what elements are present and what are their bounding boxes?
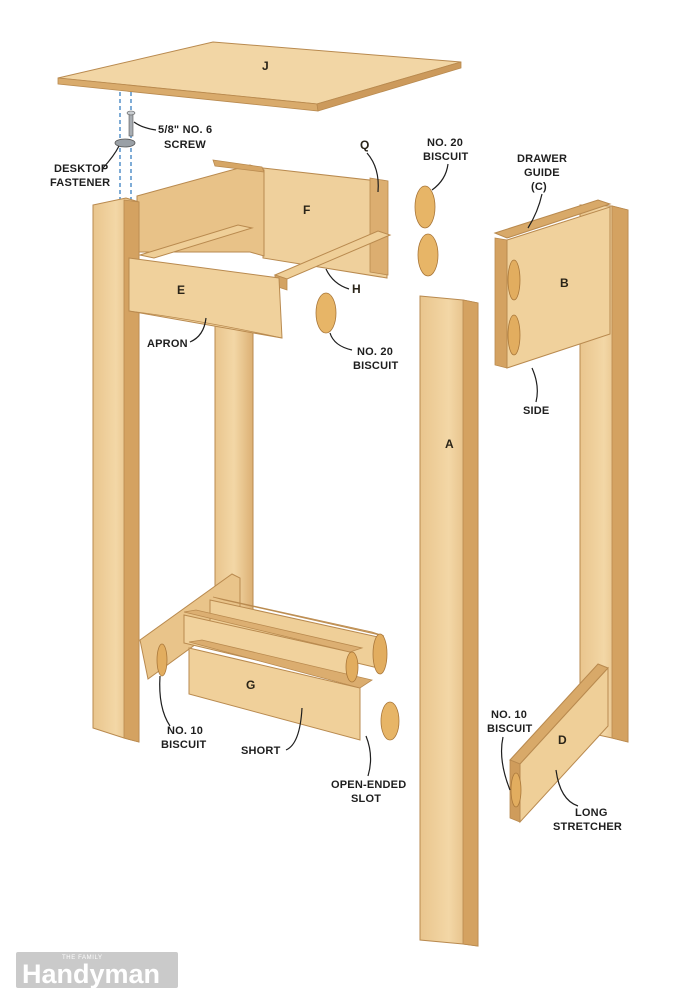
apron-front-e: E [128, 257, 283, 339]
brand-logo: THE FAMILY Handyman [16, 952, 178, 989]
label-d: D [558, 733, 567, 747]
tabletop-j: J [57, 41, 462, 112]
biscuit-open-slot [380, 701, 400, 741]
biscuit-no20-mid [315, 292, 337, 334]
front-leg-left [92, 197, 140, 743]
label-b: B [560, 276, 569, 290]
svg-text:BISCUIT: BISCUIT [353, 360, 398, 372]
svg-text:BISCUIT: BISCUIT [423, 151, 468, 163]
callout-side: SIDE [523, 367, 549, 417]
svg-text:BISCUIT: BISCUIT [161, 739, 206, 751]
svg-text:GUIDE: GUIDE [524, 167, 560, 179]
side-b: B [494, 206, 611, 369]
label-h: H [352, 282, 361, 296]
svg-text:FASTENER: FASTENER [50, 177, 110, 189]
apron-back-q: F Q [262, 138, 389, 279]
callout-apron: APRON [147, 317, 207, 350]
drawer-guide-c [493, 199, 612, 239]
brand-name: Handyman [22, 959, 160, 989]
svg-text:APRON: APRON [147, 338, 188, 350]
brand-small-text: THE FAMILY [62, 955, 103, 961]
svg-text:SCREW: SCREW [164, 139, 206, 151]
svg-text:NO. 10: NO. 10 [491, 709, 527, 721]
callout-no20-biscuit-mid: NO. 20 BISCUIT [329, 332, 398, 372]
svg-text:SIDE: SIDE [523, 405, 549, 417]
callout-open-ended-slot: OPEN-ENDED SLOT [331, 735, 406, 805]
callout-desktop-fastener: DESKTOP FASTENER [50, 145, 120, 189]
callout-rail-h: H [325, 268, 361, 296]
svg-text:STRETCHER: STRETCHER [553, 821, 622, 833]
back-leg [214, 294, 254, 617]
svg-text:5/8" NO. 6: 5/8" NO. 6 [158, 124, 212, 136]
callout-drawer-guide: DRAWER GUIDE (C) [517, 153, 567, 229]
rail-h [138, 224, 392, 291]
label-g: G [246, 678, 255, 692]
label-a: A [445, 437, 454, 451]
callout-no20-biscuit-top: NO. 20 BISCUIT [423, 137, 468, 191]
callout-short: SHORT [241, 707, 303, 757]
callout-screw: 5/8" NO. 6 SCREW [133, 121, 212, 151]
callout-long-stretcher: LONG STRETCHER [553, 769, 622, 833]
svg-text:LONG: LONG [575, 807, 608, 819]
svg-text:OPEN-ENDED: OPEN-ENDED [331, 779, 406, 791]
callout-no10-biscuit-right: NO. 10 BISCUIT [487, 709, 532, 791]
long-stretcher-d: D [509, 663, 609, 824]
label-q: Q [360, 138, 369, 152]
svg-text:(C): (C) [531, 181, 547, 193]
svg-text:DRAWER: DRAWER [517, 153, 567, 165]
svg-text:DESKTOP: DESKTOP [54, 163, 108, 175]
label-e: E [177, 283, 185, 297]
leg-a: A [419, 295, 479, 947]
biscuits-no20-top [414, 185, 439, 277]
svg-text:NO. 20: NO. 20 [357, 346, 393, 358]
svg-text:SLOT: SLOT [351, 793, 381, 805]
label-j: J [262, 59, 269, 73]
label-f: F [303, 203, 310, 217]
desktop-fastener [114, 92, 136, 210]
svg-text:BISCUIT: BISCUIT [487, 723, 532, 735]
callout-no10-biscuit-left: NO. 10 BISCUIT [159, 675, 206, 751]
svg-text:SHORT: SHORT [241, 745, 281, 757]
svg-text:NO. 10: NO. 10 [167, 725, 203, 737]
svg-text:NO. 20: NO. 20 [427, 137, 463, 149]
stretcher-assembly-left: G [139, 573, 388, 741]
